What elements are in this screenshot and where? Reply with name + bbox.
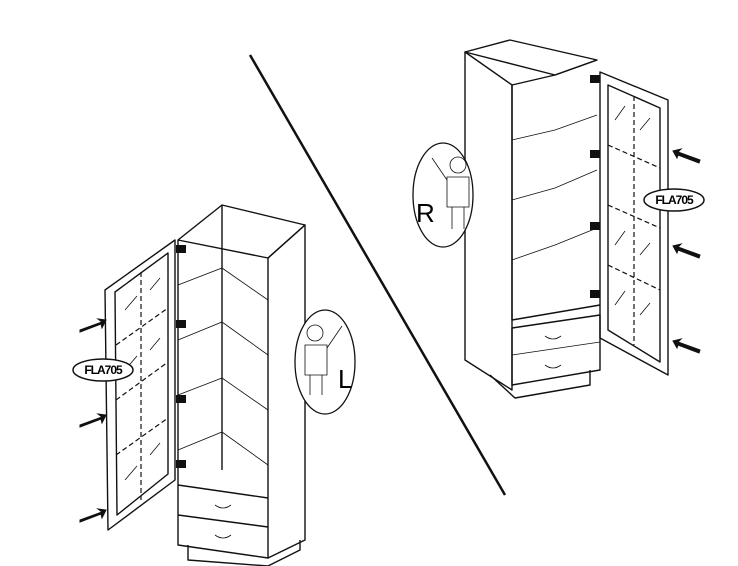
divider-line [248,54,507,496]
left-arrows [79,318,107,523]
part-label-right: FLA705 [643,188,705,212]
left-hand-mount-badge: L [294,309,356,415]
left-cabinet [177,204,306,566]
right-arrows [672,148,701,354]
right-glass-door [599,71,669,376]
right-cabinet [464,39,601,399]
part-label-text: FLA705 [655,193,694,207]
left-glass-door [104,239,176,531]
part-label-left: FLA705 [72,358,134,382]
person-icon [306,324,324,342]
hand-letter: R [416,198,435,228]
right-hand-mount-badge: R [412,142,474,248]
hand-letter: L [338,364,352,394]
right-hinges [590,75,600,298]
person-icon [449,156,467,174]
part-label-text: FLA705 [84,363,123,377]
left-hinges [176,245,186,468]
